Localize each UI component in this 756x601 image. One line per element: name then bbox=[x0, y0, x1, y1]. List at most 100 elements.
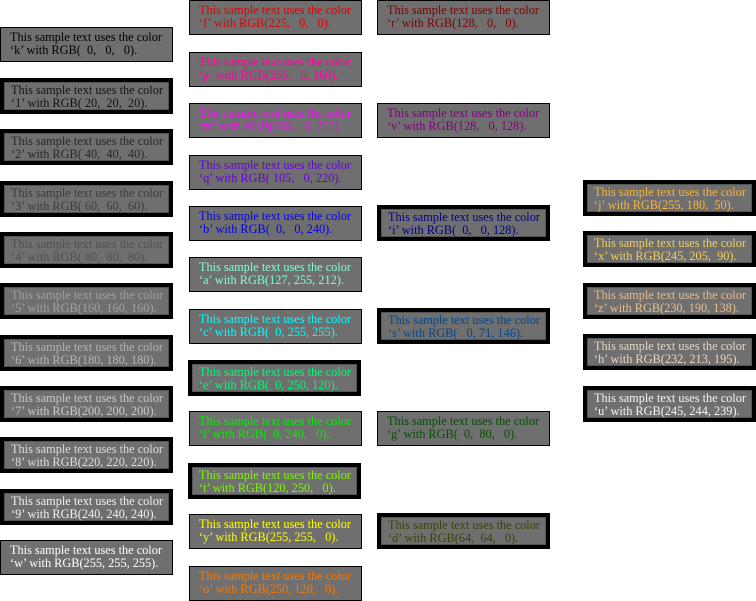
color-rgb-label: ‘4’ with RGB( 80, 80, 80). bbox=[11, 250, 148, 264]
color-sample-box-v: This sample text uses the color‘v’ with … bbox=[377, 103, 550, 138]
color-rgb-label: ‘e’ with RGB( 0, 250, 120). bbox=[199, 378, 338, 392]
color-rgb-label: ‘r’ with RGB(128, 0, 0). bbox=[387, 16, 519, 30]
sample-text-line: This sample text uses the color bbox=[387, 106, 539, 120]
sample-text-line: This sample text uses the color bbox=[10, 30, 162, 44]
color-sample-box-w: This sample text uses the color‘w’ with … bbox=[0, 540, 173, 575]
sample-text-line: This sample text uses the color bbox=[594, 288, 746, 302]
color-sample-box-b: This sample text uses the color‘b’ with … bbox=[189, 206, 362, 241]
sample-text-line: This sample text uses the color bbox=[10, 543, 162, 557]
sample-text-line: This sample text uses the color bbox=[199, 312, 351, 326]
sample-text-line: This sample text uses the color bbox=[199, 260, 351, 274]
sample-text-line: This sample text uses the color bbox=[594, 185, 746, 199]
sample-text-line: This sample text uses the color bbox=[199, 209, 351, 223]
color-sample-box-g: This sample text uses the color‘g’ with … bbox=[377, 411, 550, 446]
color-rgb-label: ‘j’ with RGB(255, 180, 50). bbox=[594, 198, 734, 212]
color-rgb-label: ‘3’ with RGB( 60, 60, 60). bbox=[11, 199, 148, 213]
sample-text-line: This sample text uses the color bbox=[387, 3, 539, 17]
color-rgb-label: ‘t’ with RGB(120, 250, 0). bbox=[199, 481, 336, 495]
color-sample-box-c: This sample text uses the color‘c’ with … bbox=[189, 309, 362, 344]
color-sample-box-9: This sample text uses the color‘9’ with … bbox=[0, 489, 173, 525]
color-rgb-label: ‘8’ with RGB(220, 220, 220). bbox=[11, 455, 157, 469]
color-sample-box-i: This sample text uses the color‘i’ with … bbox=[377, 205, 550, 241]
sample-text-line: This sample text uses the color bbox=[11, 442, 163, 456]
sample-text-line: This sample text uses the color bbox=[11, 288, 163, 302]
color-sample-box-a: This sample text uses the color‘a’ with … bbox=[189, 257, 362, 292]
sample-text-line: This sample text uses the color bbox=[199, 517, 351, 531]
color-sample-box-j: This sample text uses the color‘j’ with … bbox=[583, 180, 756, 216]
color-rgb-label: ‘g’ with RGB( 0, 80, 0). bbox=[387, 427, 518, 441]
color-sample-box-7: This sample text uses the color‘7’ with … bbox=[0, 386, 173, 422]
color-sample-box-k: This sample text uses the color‘k’ with … bbox=[0, 27, 173, 62]
sample-text-line: This sample text uses the color bbox=[199, 414, 351, 428]
sample-text-line: This sample text uses the color bbox=[594, 339, 746, 353]
color-rgb-label: ‘1’ with RGB( 20, 20, 20). bbox=[11, 96, 148, 110]
color-rgb-label: ‘9’ with RGB(240, 240, 240). bbox=[11, 507, 157, 521]
color-rgb-label: ‘2’ with RGB( 40, 40, 40). bbox=[11, 147, 148, 161]
sample-text-line: This sample text uses the color bbox=[594, 236, 746, 250]
color-sample-box-u: This sample text uses the color‘u’ with … bbox=[583, 386, 756, 422]
color-sample-box-y: This sample text uses the color‘y’ with … bbox=[189, 514, 362, 549]
color-rgb-label: ‘h’ with RGB(232, 213, 195). bbox=[594, 352, 740, 366]
sample-text-line: This sample text uses the color bbox=[199, 55, 351, 69]
sample-text-line: This sample text uses the color bbox=[11, 237, 163, 251]
color-sample-box-l: This sample text uses the color‘l’ with … bbox=[189, 411, 362, 446]
color-rgb-label: ‘u’ with RGB(245, 244, 239). bbox=[594, 404, 740, 418]
color-sample-box-m: This sample text uses the color‘m’ with … bbox=[189, 103, 362, 138]
color-sample-box-d: This sample text uses the color‘d’ with … bbox=[377, 513, 550, 549]
color-sample-box-f: This sample text uses the color‘f’ with … bbox=[189, 0, 362, 35]
color-rgb-label: ‘q’ with RGB( 105, 0, 220). bbox=[199, 171, 342, 185]
sample-text-line: This sample text uses the color bbox=[11, 494, 163, 508]
sample-text-line: This sample text uses the color bbox=[199, 569, 351, 583]
color-rgb-label: ‘p’ with RGB(255, 0, 160). bbox=[199, 68, 339, 82]
sample-text-line: This sample text uses the color bbox=[11, 186, 163, 200]
color-sample-box-5: This sample text uses the color‘5’ with … bbox=[0, 283, 173, 319]
color-rgb-label: ‘a’ with RGB(127, 255, 212). bbox=[199, 273, 344, 287]
color-sample-box-q: This sample text uses the color‘q’ with … bbox=[189, 155, 362, 190]
sample-text-line: This sample text uses the color bbox=[388, 313, 540, 327]
color-rgb-label: ‘i’ with RGB( 0, 0, 128). bbox=[388, 223, 519, 237]
color-rgb-label: ‘o’ with RGB(250, 120, 0). bbox=[199, 582, 339, 596]
color-rgb-label: ‘w’ with RGB(255, 255, 255). bbox=[10, 556, 159, 570]
color-rgb-label: ‘m’ with RGB(255, 0, 255). bbox=[199, 119, 342, 133]
color-sample-box-8: This sample text uses the color‘8’ with … bbox=[0, 437, 173, 473]
sample-text-line: This sample text uses the color bbox=[11, 340, 163, 354]
color-rgb-label: ‘6’ with RGB(180, 180, 180). bbox=[11, 353, 157, 367]
color-sample-box-x: This sample text uses the color‘x’ with … bbox=[583, 231, 756, 267]
sample-text-line: This sample text uses the color bbox=[11, 391, 163, 405]
color-sample-box-h: This sample text uses the color‘h’ with … bbox=[583, 334, 756, 370]
sample-text-line: This sample text uses the color bbox=[199, 468, 351, 482]
color-rgb-label: ‘7’ with RGB(200, 200, 200). bbox=[11, 404, 157, 418]
sample-text-line: This sample text uses the color bbox=[11, 83, 163, 97]
color-sample-box-6: This sample text uses the color‘6’ with … bbox=[0, 335, 173, 371]
color-rgb-label: ‘c’ with RGB( 0, 255, 255). bbox=[199, 325, 338, 339]
color-rgb-label: ‘x’ with RGB(245, 205, 90). bbox=[594, 249, 737, 263]
color-rgb-label: ‘k’ with RGB( 0, 0, 0). bbox=[10, 43, 138, 57]
color-rgb-label: ‘f’ with RGB(225, 0, 0). bbox=[199, 16, 331, 30]
color-sample-box-3: This sample text uses the color‘3’ with … bbox=[0, 181, 173, 217]
color-sample-box-o: This sample text uses the color‘o’ with … bbox=[189, 566, 362, 601]
sample-text-line: This sample text uses the color bbox=[594, 391, 746, 405]
color-rgb-label: ‘5’ with RGB(160, 160, 160). bbox=[11, 301, 157, 315]
color-sample-box-4: This sample text uses the color‘4’ with … bbox=[0, 232, 173, 268]
sample-text-line: This sample text uses the color bbox=[199, 3, 351, 17]
color-sample-box-e: This sample text uses the color‘e’ with … bbox=[188, 360, 361, 396]
color-sample-box-r: This sample text uses the color‘r’ with … bbox=[377, 0, 550, 35]
color-sample-box-t: This sample text uses the color‘t’ with … bbox=[188, 463, 361, 499]
color-rgb-label: ‘v’ with RGB(128, 0, 128). bbox=[387, 119, 527, 133]
sample-text-line: This sample text uses the color bbox=[388, 518, 540, 532]
color-sample-box-1: This sample text uses the color‘1’ with … bbox=[0, 78, 173, 114]
sample-text-line: This sample text uses the color bbox=[199, 106, 351, 120]
color-rgb-label: ‘l’ with RGB( 0, 240, 0). bbox=[199, 427, 330, 441]
color-rgb-label: ‘y’ with RGB(255, 255, 0). bbox=[199, 530, 339, 544]
color-rgb-label: ‘s’ with RGB( 0, 71, 146). bbox=[388, 326, 524, 340]
sample-text-line: This sample text uses the color bbox=[199, 365, 351, 379]
color-sample-box-s: This sample text uses the color‘s’ with … bbox=[377, 308, 550, 344]
color-rgb-label: ‘d’ with RGB(64, 64, 0). bbox=[388, 531, 519, 545]
color-sample-box-p: This sample text uses the color‘p’ with … bbox=[189, 52, 362, 87]
color-sample-box-z: This sample text uses the color‘z’ with … bbox=[583, 283, 756, 319]
sample-text-line: This sample text uses the color bbox=[11, 134, 163, 148]
sample-text-line: This sample text uses the color bbox=[199, 158, 351, 172]
color-sample-box-2: This sample text uses the color‘2’ with … bbox=[0, 129, 173, 165]
color-rgb-label: ‘b’ with RGB( 0, 0, 240). bbox=[199, 222, 333, 236]
sample-text-line: This sample text uses the color bbox=[387, 414, 539, 428]
